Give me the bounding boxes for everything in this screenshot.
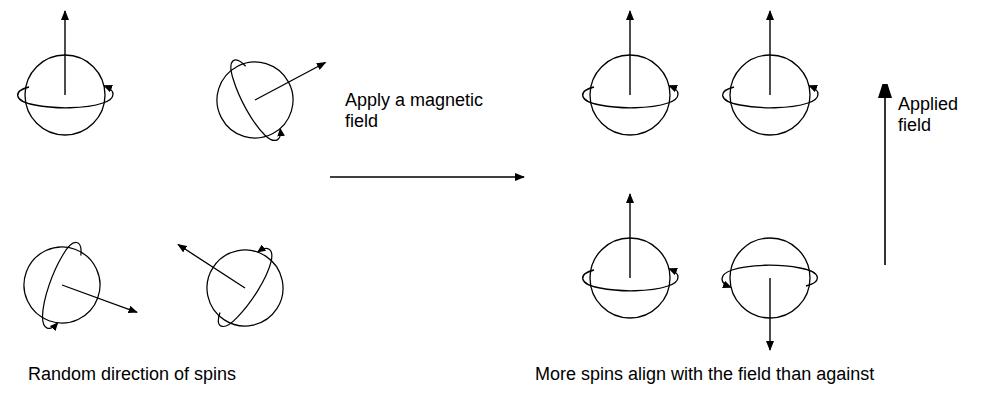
spin-sphere	[583, 194, 678, 318]
caption-text: Random direction of spins	[28, 364, 328, 385]
spin-sphere	[200, 23, 347, 158]
spin-sphere	[723, 11, 818, 135]
caption-text: More spins align with the field than aga…	[535, 364, 955, 385]
caption-text: Apply a magnetic field	[345, 90, 510, 132]
spin-sphere	[11, 230, 153, 355]
spin-sphere	[18, 11, 113, 135]
field-arrow	[884, 86, 886, 265]
spin-sphere	[583, 11, 678, 135]
spin-sphere	[154, 206, 302, 346]
process-arrow	[330, 176, 524, 177]
caption-text: Applied field	[898, 94, 976, 136]
spin-sphere	[722, 238, 817, 350]
